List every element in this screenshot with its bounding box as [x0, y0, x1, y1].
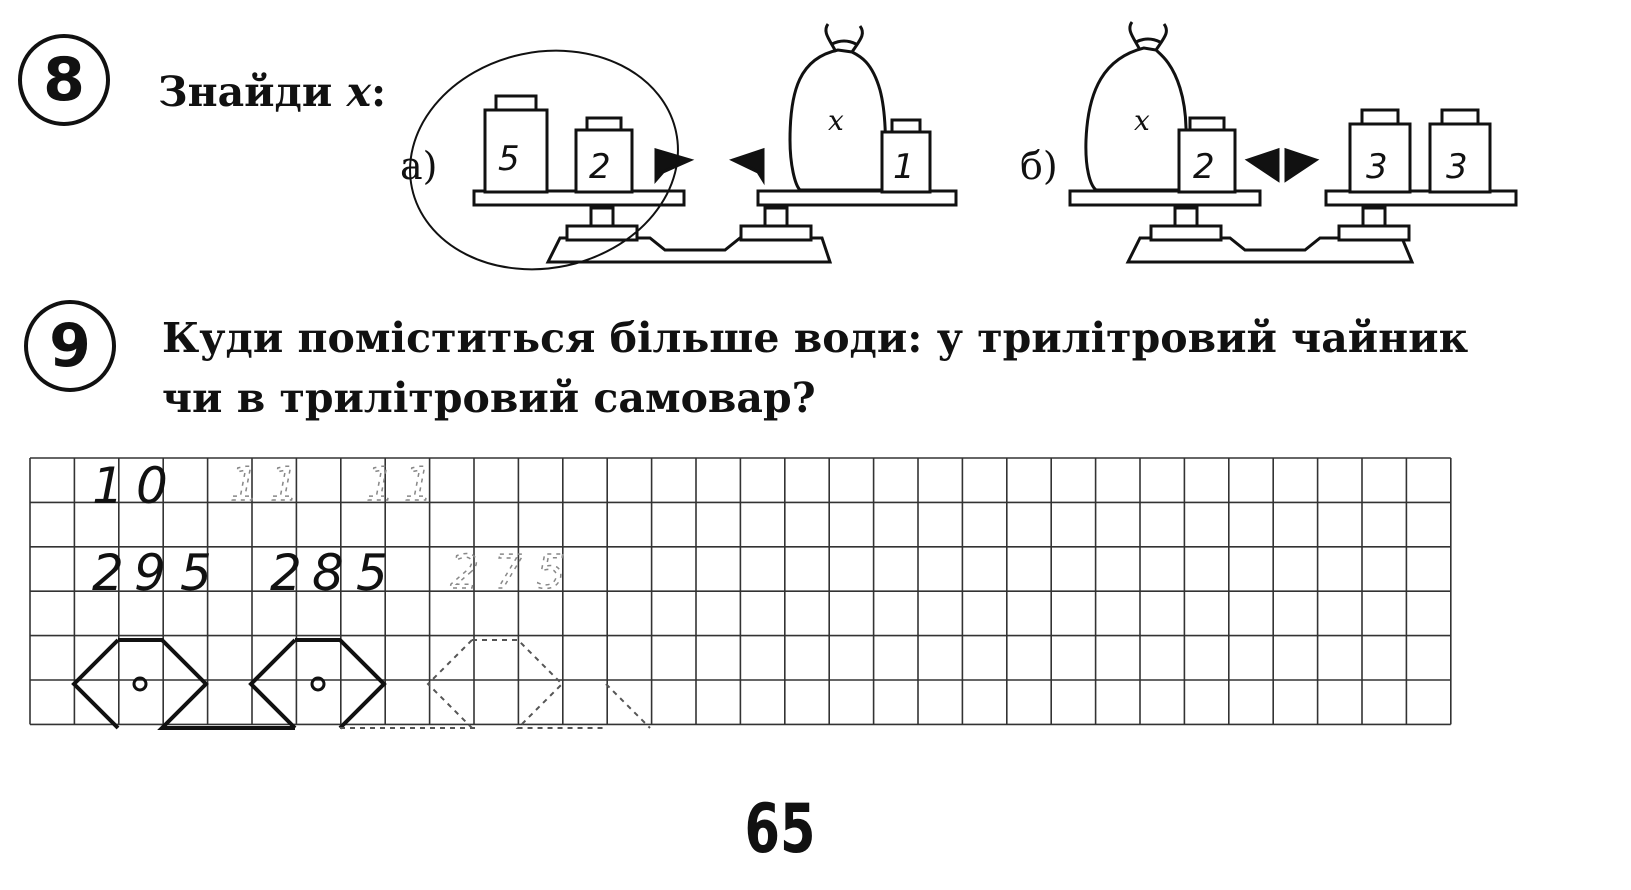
part-a-label: а) — [400, 144, 438, 188]
traced-digit: 2 — [450, 545, 479, 599]
hexagon-pattern — [71, 638, 387, 730]
bag-icon — [1084, 21, 1188, 192]
weight-label: 3 — [1446, 147, 1468, 187]
weight-3-icon — [1348, 108, 1412, 194]
traced-pattern — [340, 639, 651, 729]
handwritten-digit: 2 — [92, 544, 124, 602]
weight-label: 3 — [1366, 147, 1388, 187]
bag-label: x — [1134, 104, 1150, 137]
task-number-badge-8: 8 — [18, 34, 110, 126]
handwritten-digit: 5 — [356, 544, 388, 602]
handwritten-digit: 5 — [180, 544, 212, 602]
traced-digit: 1 — [230, 457, 259, 511]
weight-3-icon — [1428, 108, 1492, 194]
weight-label: 5 — [498, 139, 520, 179]
traced-digit: 1 — [404, 457, 433, 511]
task8-prompt-text: Знайди — [158, 68, 347, 116]
task-number: 8 — [43, 45, 85, 115]
handwritten-digit: 8 — [312, 544, 344, 602]
task-number-badge-9: 9 — [24, 300, 116, 392]
weight-label: 2 — [589, 147, 611, 187]
part-b-label: б) — [1020, 144, 1058, 188]
balance-scale-b — [1068, 21, 1518, 264]
handwritten-digit: 9 — [134, 544, 166, 602]
bag-label: x — [828, 104, 844, 137]
task9-question-line2: чи в трилітровий самовар? — [162, 374, 816, 422]
traced-digit: 1 — [366, 457, 395, 511]
copybook-grid — [29, 457, 1452, 726]
weight-1-icon — [880, 118, 932, 194]
weight-label: 1 — [893, 147, 915, 187]
task8-variable: x — [346, 68, 372, 116]
handwritten-digit: 1 — [92, 457, 124, 515]
traced-digit: 7 — [494, 545, 523, 599]
balance-scale-a — [409, 23, 958, 271]
task8-prompt: Знайди x: — [158, 62, 386, 122]
traced-digit: 1 — [270, 457, 299, 511]
handwritten-digit: 0 — [136, 457, 168, 515]
task9-question-line1: Куди поміститься більше води: у трилітро… — [162, 314, 1469, 362]
page-number: 65 — [744, 790, 816, 869]
weight-2-icon — [574, 116, 634, 194]
task-number: 9 — [49, 311, 91, 381]
weight-label: 2 — [1193, 147, 1215, 187]
traced-digit: 5 — [536, 545, 565, 599]
weight-5-icon — [483, 94, 549, 194]
task8-colon: : — [371, 68, 387, 116]
weight-2-icon — [1177, 116, 1237, 194]
handwritten-digit: 2 — [270, 544, 302, 602]
bag-icon — [788, 23, 887, 192]
dot-icon — [132, 676, 326, 692]
